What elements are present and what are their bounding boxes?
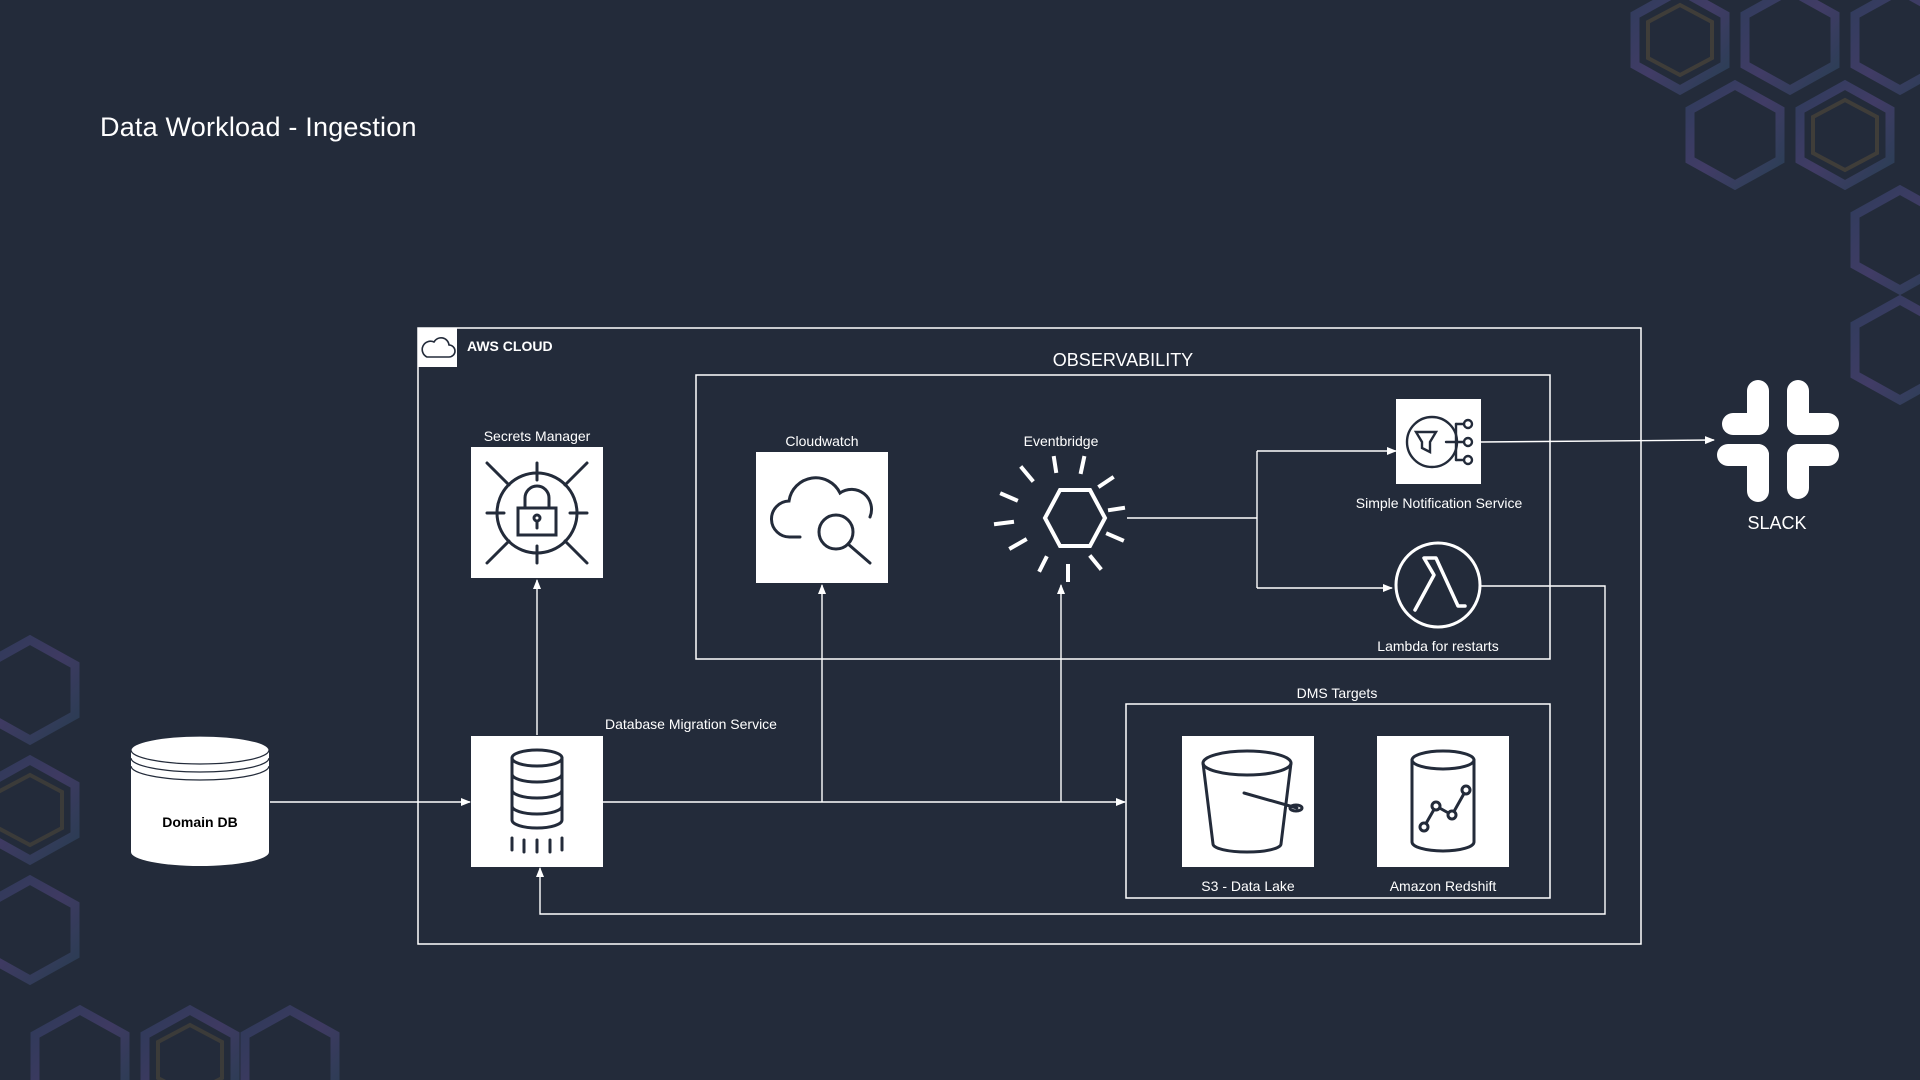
hexagon-burst-icon xyxy=(993,455,1126,582)
s3-label: S3 - Data Lake xyxy=(1201,878,1295,894)
aws-cloud-label: AWS CLOUD xyxy=(467,338,553,354)
slack-label: SLACK xyxy=(1747,513,1807,533)
lambda-icon xyxy=(1394,541,1482,629)
redshift-label: Amazon Redshift xyxy=(1389,878,1497,894)
aws-cloud-group xyxy=(417,327,1642,945)
observability-label: OBSERVABILITY xyxy=(1052,350,1194,370)
page-title: Data Workload - Ingestion xyxy=(100,112,417,142)
eventbridge-label: Eventbridge xyxy=(1023,433,1099,449)
redshift-icon xyxy=(1377,736,1509,867)
observability-group xyxy=(695,374,1551,660)
lambda-label: Lambda for restarts xyxy=(1377,638,1499,654)
bucket-icon xyxy=(1182,736,1314,867)
database-stack-icon xyxy=(471,736,603,867)
dms-targets-label: DMS Targets xyxy=(1296,685,1378,701)
cloud-icon xyxy=(418,328,457,367)
edge-lambda-dms xyxy=(536,585,1606,915)
secrets-manager-label: Secrets Manager xyxy=(483,428,591,444)
sns-label: Simple Notification Service xyxy=(1355,495,1523,511)
domain-db-label: Domain DB xyxy=(162,814,238,830)
lock-target-icon xyxy=(471,447,603,578)
cloudwatch-label: Cloudwatch xyxy=(785,433,859,449)
sns-fanout-icon xyxy=(1396,399,1481,484)
cloud-magnifier-icon xyxy=(756,452,888,583)
dms-targets-group xyxy=(1125,703,1551,899)
slack-logo-icon xyxy=(1717,380,1839,502)
database-cylinder-icon xyxy=(130,735,270,866)
dms-label: Database Migration Service xyxy=(605,716,777,732)
edge-sns-slack xyxy=(1480,436,1715,445)
